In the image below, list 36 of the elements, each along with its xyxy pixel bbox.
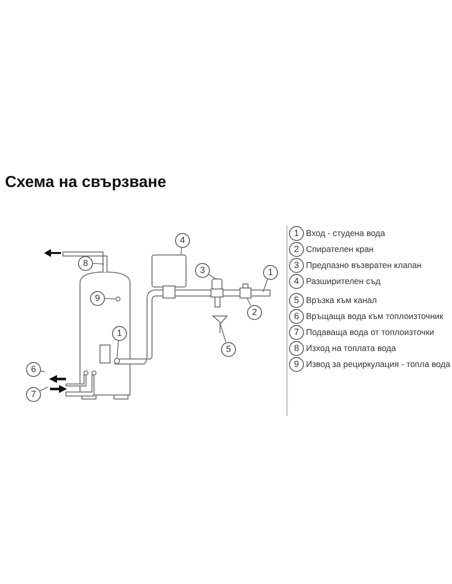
legend-description: Връзка към канал bbox=[306, 294, 377, 306]
callout-number: 7 bbox=[26, 387, 41, 402]
leader-line bbox=[208, 274, 216, 280]
legend-description: Предпазно възвратен клапан bbox=[306, 259, 422, 271]
callout-number: 6 bbox=[26, 362, 41, 377]
legend-description: Изход на топлата вода bbox=[306, 342, 396, 354]
callout-number: 8 bbox=[289, 341, 304, 356]
legend-description: Подаваща вода от топлоизточки bbox=[306, 326, 434, 338]
diagram-title: Схема на свързване bbox=[5, 174, 166, 192]
callout-number: 9 bbox=[289, 357, 304, 372]
callout-number: 3 bbox=[195, 263, 210, 278]
callout-number: 5 bbox=[221, 342, 236, 357]
callout-number: 5 bbox=[289, 293, 304, 308]
leader-line bbox=[116, 340, 119, 358]
legend-description: Връщаща вода към топлоизточник bbox=[306, 310, 444, 322]
callout-number: 2 bbox=[247, 305, 262, 320]
legend-description: Вход - студена вода bbox=[306, 227, 386, 239]
callout-number: 1 bbox=[289, 226, 304, 241]
leader-line bbox=[39, 386, 48, 392]
leader-line bbox=[220, 322, 226, 342]
leader-line bbox=[104, 298, 116, 300]
leader-line bbox=[92, 263, 104, 264]
callout-number: 4 bbox=[289, 274, 304, 289]
callout-number: 6 bbox=[289, 309, 304, 324]
callout-number: 1 bbox=[263, 265, 278, 280]
legend-description: Спирателен кран bbox=[306, 243, 374, 255]
leader-line bbox=[246, 298, 252, 306]
callout-number: 7 bbox=[289, 325, 304, 340]
leader-line bbox=[180, 247, 182, 256]
callout-number: 2 bbox=[289, 242, 304, 257]
leader-line bbox=[262, 278, 268, 292]
callout-number: 4 bbox=[175, 233, 190, 248]
callout-number: 3 bbox=[289, 258, 304, 273]
callout-number: 8 bbox=[78, 256, 93, 271]
legend-description: Разширителен съд bbox=[306, 275, 380, 287]
legend-description: Извод за рециркулация - топла вода bbox=[306, 358, 450, 370]
